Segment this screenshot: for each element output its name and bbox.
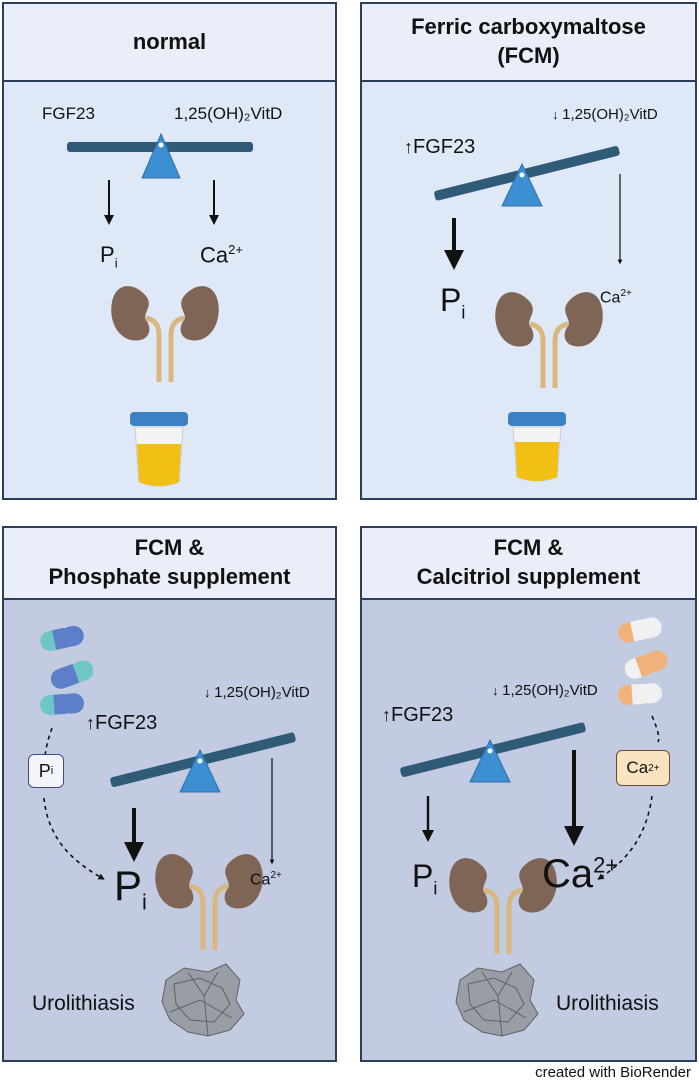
fgf23-label: ↑FGF23 xyxy=(404,136,476,158)
up-arrow-icon: ↑ xyxy=(86,713,95,733)
pi-label: Pi xyxy=(412,858,438,899)
kidneys-icon xyxy=(111,286,219,382)
credit-text: created with BioRender xyxy=(535,1064,691,1081)
panel-title-line2: (FCM) xyxy=(497,43,560,68)
panel-header: normal xyxy=(4,4,335,82)
up-arrow-icon: ↑ xyxy=(382,705,391,725)
up-arrow-icon: ↑ xyxy=(404,137,413,157)
kidney-stones-icon xyxy=(455,963,539,1037)
panel-body: ↑FGF23 ↓ 1,25(OH)₂VitD xyxy=(4,600,335,1060)
down-arrow-icon: ↓ xyxy=(492,683,503,698)
phosphate-pills-icon xyxy=(40,625,94,715)
pi-label: Pi xyxy=(114,862,147,915)
ca-label: Ca2+ xyxy=(200,242,243,268)
seesaw-pivot xyxy=(469,738,511,783)
panel-body: FGF23 1,25(OH)₂VitD Pi xyxy=(4,82,335,498)
kidneys-icon xyxy=(155,854,263,950)
kidneys-icon xyxy=(495,292,603,388)
urine-cup-icon xyxy=(508,412,566,482)
pi-label: Pi xyxy=(440,282,466,323)
urolithiasis-label: Urolithiasis xyxy=(556,992,659,1015)
panel-title-line2: Phosphate supplement xyxy=(48,564,291,589)
urolithiasis-label: Urolithiasis xyxy=(32,992,135,1015)
fcm-diagram xyxy=(434,146,623,482)
kidney-stones-icon xyxy=(161,963,245,1037)
vitd-label: ↓ 1,25(OH)₂VitD xyxy=(204,684,310,701)
panel-title: normal xyxy=(132,28,207,54)
seesaw-pivot xyxy=(179,748,221,793)
seesaw-pivot xyxy=(501,162,543,207)
panel-normal: normal FGF23 1,25(OH)₂VitD xyxy=(2,2,337,500)
urine-cup-icon xyxy=(130,412,188,487)
phosphate-diagram xyxy=(40,625,296,1037)
calcitriol-diagram xyxy=(400,617,668,1037)
panel-title-line1: FCM & xyxy=(493,535,564,561)
ca-label: Ca2+ xyxy=(600,288,632,307)
down-arrow-icon: ↓ xyxy=(552,107,563,122)
vitd-label: ↓ 1,25(OH)₂VitD xyxy=(552,106,658,123)
supplement-dashed-arrow xyxy=(600,715,660,878)
panel-phosphate: FCM & Phosphate supplement ↑FGF23 ↓ 1,25… xyxy=(2,526,337,1062)
panel-header: FCM & Calcitriol supplement xyxy=(362,528,695,600)
supplement-dashed-arrow xyxy=(43,727,102,878)
normal-diagram xyxy=(67,132,253,487)
panel-header: FCM & Phosphate supplement xyxy=(4,528,335,600)
panel-header: Ferric carboxymaltose (FCM) xyxy=(362,4,695,82)
calcitriol-pills-icon xyxy=(618,617,668,705)
pi-label: Pi xyxy=(100,242,118,271)
fgf23-label: ↑FGF23 xyxy=(86,712,158,734)
fgf23-label: ↑FGF23 xyxy=(382,704,454,726)
ca-label: Ca2+ xyxy=(250,870,282,889)
ca-label: Ca2+ xyxy=(542,852,619,896)
panel-fcm: Ferric carboxymaltose (FCM) ↑FGF23 ↓ 1,2… xyxy=(360,2,697,500)
panel-body: ↑FGF23 ↓ 1,25(OH)₂VitD xyxy=(362,600,695,1060)
seesaw-pivot xyxy=(141,132,181,179)
panel-body: ↑FGF23 ↓ 1,25(OH)₂VitD xyxy=(362,82,695,498)
vitd-label: 1,25(OH)₂VitD xyxy=(174,104,283,123)
panel-title-line1: FCM & xyxy=(134,535,205,561)
panel-title-line2: Calcitriol supplement xyxy=(416,564,641,589)
vitd-label: ↓ 1,25(OH)₂VitD xyxy=(492,682,598,699)
kidneys-icon xyxy=(449,858,557,954)
down-arrow-icon: ↓ xyxy=(204,685,215,700)
panel-calcitriol: FCM & Calcitriol supplement ↑FGF23 ↓ 1,2… xyxy=(360,526,697,1062)
fgf23-label: FGF23 xyxy=(42,104,95,123)
panel-title-line1: Ferric carboxymaltose xyxy=(411,14,646,40)
